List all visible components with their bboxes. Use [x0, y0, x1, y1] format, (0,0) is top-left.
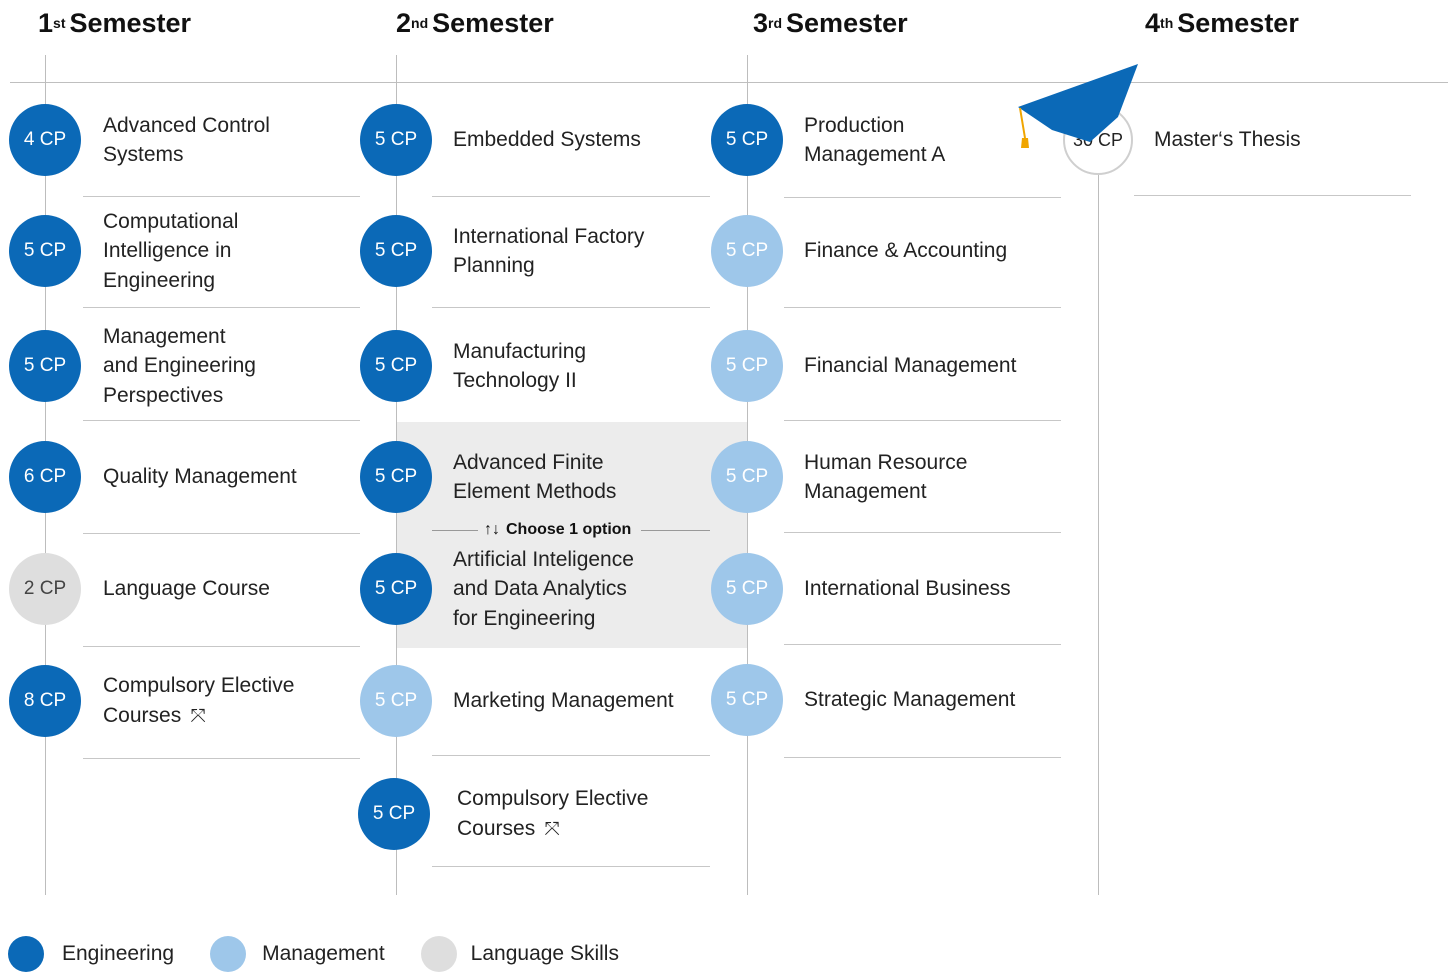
credit-points-badge: 5 CP	[9, 215, 81, 287]
legend-swatch-engineering	[8, 936, 44, 972]
module-title: Master‘s Thesis	[1154, 128, 1301, 152]
module-title: Strategic Management	[804, 688, 1016, 712]
row-separator	[784, 307, 1061, 308]
credit-points-badge: 8 CP	[9, 665, 81, 737]
legend: Engineering Management Language Skills	[8, 936, 619, 972]
credit-points-badge: 2 CP	[9, 553, 81, 625]
choose-option-divider: ↑↓ Choose 1 option	[432, 518, 710, 542]
swap-arrows-icon: ↑↓	[484, 521, 500, 538]
credit-points-badge: 5 CP	[711, 664, 783, 736]
expand-icon[interactable]: ⤧	[185, 705, 206, 727]
row-separator	[83, 758, 360, 759]
row-separator	[784, 757, 1061, 758]
credit-points-badge: 6 CP	[9, 441, 81, 513]
credit-points-badge: 5 CP	[360, 665, 432, 737]
module-title: Quality Management	[103, 465, 297, 489]
module-title: Embedded Systems	[453, 128, 641, 152]
row-separator	[83, 196, 360, 197]
header-divider	[10, 82, 1448, 83]
row-separator	[83, 646, 360, 647]
row-separator	[83, 420, 360, 421]
credit-points-badge: 5 CP	[711, 441, 783, 513]
row-separator	[784, 532, 1061, 533]
credit-points-badge: 5 CP	[9, 330, 81, 402]
row-separator	[784, 197, 1061, 198]
credit-points-badge: 5 CP	[711, 215, 783, 287]
choose-divider-line-left	[432, 529, 478, 531]
legend-swatch-management	[210, 936, 247, 972]
row-separator	[432, 866, 710, 867]
credit-points-badge: 5 CP	[360, 553, 432, 625]
legend-item-language: Language Skills	[420, 936, 619, 972]
module-title: Finance & Accounting	[804, 239, 1008, 263]
graduation-cap-icon	[1018, 64, 1138, 148]
credit-points-badge: 5 CP	[360, 441, 432, 513]
row-separator	[83, 533, 360, 534]
choose-divider-line-right	[641, 529, 710, 531]
module-title: International Business	[804, 577, 1011, 601]
credit-points-badge: 5 CP	[711, 553, 783, 625]
module-title: Language Course	[103, 577, 270, 601]
row-separator	[432, 196, 710, 197]
legend-label: Management	[262, 942, 385, 965]
elective-choice-panel	[396, 422, 748, 648]
row-separator	[1134, 195, 1411, 196]
module-title: Marketing Management	[453, 689, 674, 713]
credit-points-badge: 4 CP	[9, 104, 81, 176]
choose-option-label: Choose 1 option	[506, 521, 632, 538]
legend-label: Engineering	[62, 942, 175, 965]
module-title: Financial Management	[804, 354, 1017, 378]
legend-swatch-language	[420, 936, 457, 972]
legend-item-management: Management	[210, 936, 385, 972]
credit-points-badge: 5 CP	[360, 215, 432, 287]
credit-points-badge: 5 CP	[358, 778, 430, 850]
legend-item-engineering: Engineering	[8, 936, 174, 972]
credit-points-badge: 5 CP	[711, 330, 783, 402]
credit-points-badge: 5 CP	[711, 104, 783, 176]
row-separator	[784, 644, 1061, 645]
row-separator	[784, 420, 1061, 421]
expand-icon[interactable]: ⤧	[539, 818, 560, 840]
row-separator	[432, 755, 710, 756]
timeline-semester-4	[1098, 170, 1099, 895]
row-separator	[83, 307, 360, 308]
credit-points-badge: 5 CP	[360, 104, 432, 176]
credit-points-badge: 5 CP	[360, 330, 432, 402]
legend-label: Language Skills	[470, 942, 619, 965]
row-separator	[432, 307, 710, 308]
